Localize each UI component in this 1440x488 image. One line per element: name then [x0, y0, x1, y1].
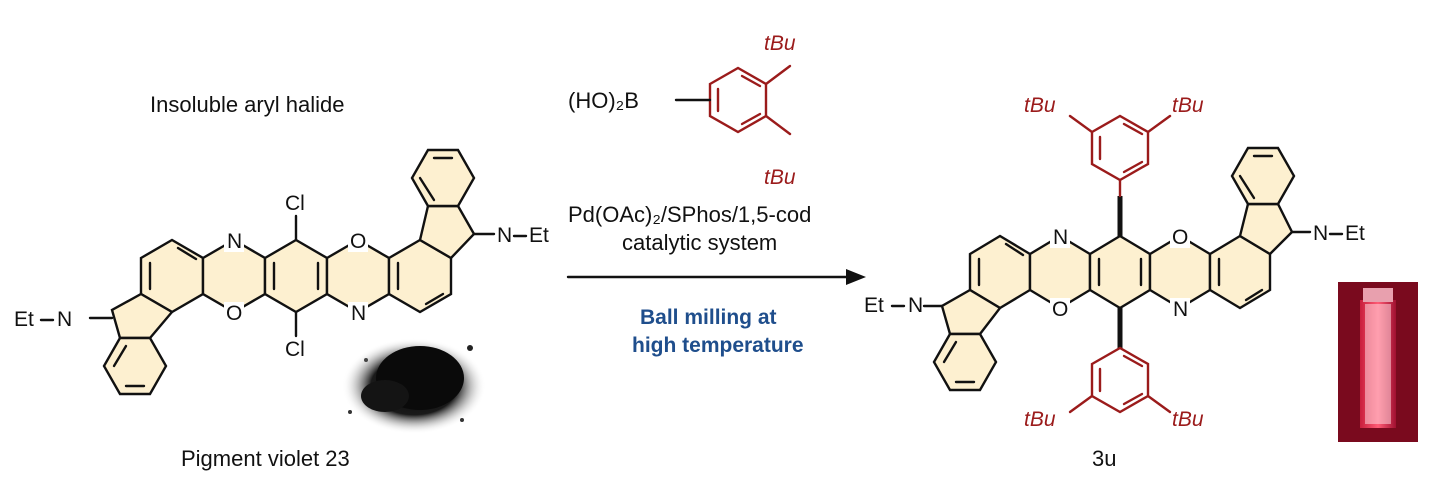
right-aryl-top [1090, 114, 1150, 182]
catalyst-line-1: Pd(OAc)₂/SPhos/1,5-cod [568, 202, 811, 227]
right-caption: 3u [1092, 446, 1116, 471]
left-caption-bottom: Pigment violet 23 [181, 446, 350, 471]
reagent-tbu-bottom: tBu [764, 166, 796, 189]
product-tbu-top-right: tBu [1172, 94, 1204, 117]
left-ring-phenyl-a [102, 336, 168, 396]
product-tbu-bottom-right: tBu [1172, 408, 1204, 431]
right-atom-net-a: N [908, 294, 923, 317]
left-ring-pyrrole-b [418, 204, 476, 260]
left-atom-net-b: N [497, 224, 512, 247]
left-atom-n1: N [227, 230, 242, 253]
fluorescent-vial-photo [1338, 282, 1418, 442]
left-atom-et-b: Et [529, 224, 549, 247]
right-ring-phenyl-a [932, 332, 998, 392]
left-atom-et-a: Et [14, 308, 34, 331]
left-caption-top: Insoluble aryl halide [150, 92, 344, 117]
right-atom-net-b: N [1313, 222, 1328, 245]
left-atom-cl-top: Cl [285, 192, 305, 215]
powder-photo [342, 338, 486, 434]
condition-line-2: high temperature [632, 334, 804, 357]
left-atom-o1: O [226, 302, 242, 325]
pigment-violet-23-structure: Insoluble aryl halide N O O [14, 92, 549, 471]
boronic-acid-label: (HO)₂B [568, 88, 639, 113]
product-3u-structure: tBu tBu tBu tBu N O O N N Et N Et [864, 94, 1418, 471]
right-atom-et-a: Et [864, 294, 884, 317]
right-atom-et-b: Et [1345, 222, 1365, 245]
right-atom-n2: N [1173, 298, 1188, 321]
product-tbu-top-left: tBu [1024, 94, 1056, 117]
product-tbu-bottom-left: tBu [1024, 408, 1056, 431]
catalyst-line-2: catalytic system [622, 230, 777, 255]
right-ring-pyrrole-b [1238, 202, 1294, 256]
left-atom-net-a: N [57, 308, 72, 331]
reagent-tbu-top: tBu [764, 32, 796, 55]
condition-line-1: Ball milling at [640, 306, 777, 329]
right-atom-o2: O [1172, 226, 1188, 249]
left-atom-o2: O [350, 230, 366, 253]
left-atom-n2: N [351, 302, 366, 325]
right-atom-o1: O [1052, 298, 1068, 321]
reaction-arrow-block: (HO)₂B tBu tBu Pd(OAc)₂/SPhos/1,5-cod ca… [566, 32, 866, 357]
left-atom-cl-bottom: Cl [285, 338, 305, 361]
right-atom-n1: N [1053, 226, 1068, 249]
